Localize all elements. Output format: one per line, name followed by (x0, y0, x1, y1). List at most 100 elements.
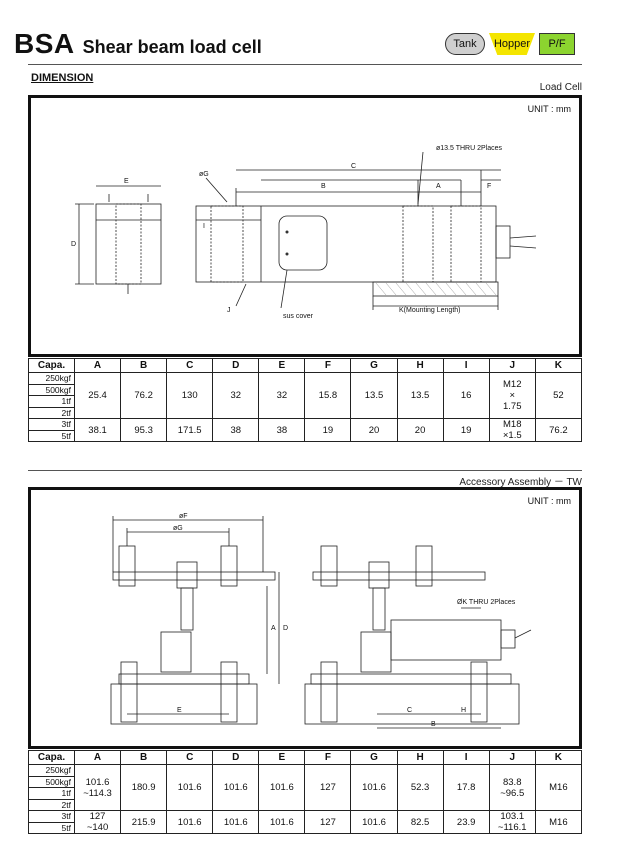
column-header: B (120, 358, 168, 373)
value-cell: 127 (304, 810, 352, 834)
tank-badge: Tank (445, 33, 485, 55)
product-subtitle: Shear beam load cell (82, 37, 262, 57)
value-cell: 101.6 (166, 810, 214, 834)
value-cell: 101.6 (350, 764, 398, 811)
column-header: C (166, 750, 214, 765)
model-name: BSA (14, 28, 75, 59)
load-cell-technical-drawing: E D øG I J C B A F ø13.5 THRU 2Places su… (71, 145, 537, 320)
column-header: J (488, 750, 536, 765)
dim-label-e: E (177, 707, 182, 714)
column-header: G (350, 358, 398, 373)
table-row: 1tf (28, 787, 582, 800)
section-label: DIMENSION (31, 72, 94, 84)
value-cell: 76.2 (534, 418, 583, 442)
capacity-cell: 5tf (28, 429, 75, 442)
value-cell: 83.8 ~96.5 (488, 764, 536, 811)
column-header: E (258, 358, 306, 373)
value-cell: M12 × 1.75 (488, 372, 536, 419)
value-cell: 13.5 (396, 372, 444, 419)
value-cell: 38 (212, 418, 260, 442)
dim-label-a: A (271, 625, 276, 632)
value-cell: 32 (212, 372, 260, 419)
capacity-cell: 3tf (28, 810, 75, 823)
dim-label-j: J (227, 307, 231, 314)
value-cell: 127 (304, 764, 352, 811)
dim-label-a: A (436, 183, 441, 190)
value-cell: 16 (442, 372, 490, 419)
thru-hole-note: ø13.5 THRU 2Places (436, 145, 503, 152)
dim-label-e: E (124, 178, 129, 185)
value-cell: 76.2 (120, 372, 168, 419)
column-header: I (442, 750, 490, 765)
value-cell: 38 (258, 418, 306, 442)
dim-label-b: B (431, 721, 436, 728)
capacity-cell: 2tf (28, 406, 75, 419)
column-header: H (396, 750, 444, 765)
value-cell: 19 (442, 418, 490, 442)
value-cell: 101.6 ~114.3 (73, 764, 122, 811)
column-header: D (212, 750, 260, 765)
column-header: Capa. (28, 750, 75, 765)
capacity-cell: 5tf (28, 821, 75, 834)
value-cell: 82.5 (396, 810, 444, 834)
capacity-cell: 3tf (28, 418, 75, 431)
value-cell: 127 ~140 (73, 810, 122, 834)
value-cell: 17.8 (442, 764, 490, 811)
column-header: B (120, 750, 168, 765)
column-header: I (442, 358, 490, 373)
dim-label-d: D (283, 625, 288, 632)
value-cell: 180.9 (120, 764, 168, 811)
column-header: K (534, 750, 583, 765)
value-cell: 95.3 (120, 418, 168, 442)
value-cell: 23.9 (442, 810, 490, 834)
capacity-cell: 2tf (28, 798, 75, 811)
table-row: 5tf (28, 429, 582, 442)
value-cell: M16 (534, 764, 583, 811)
unit-label: UNIT : mm (527, 104, 571, 114)
capacity-cell: 1tf (28, 395, 75, 408)
value-cell: 101.6 (258, 764, 306, 811)
unit-label: UNIT : mm (527, 496, 571, 506)
accessory-drawing: UNIT : mm (28, 487, 582, 749)
capacity-cell: 500kgf (28, 383, 75, 396)
capacity-cell: 500kgf (28, 775, 75, 788)
value-cell: 52.3 (396, 764, 444, 811)
value-cell: 101.6 (212, 810, 260, 834)
header-rule (28, 64, 582, 65)
column-header: E (258, 750, 306, 765)
table-row: 2tf (28, 798, 582, 811)
value-cell: 101.6 (258, 810, 306, 834)
accessory-technical-drawing: øF øG A D E C H B ØK THRU 2Places (110, 513, 532, 729)
value-cell: 130 (166, 372, 214, 419)
value-cell: 101.6 (166, 764, 214, 811)
value-cell: 32 (258, 372, 306, 419)
capacity-cell: 1tf (28, 787, 75, 800)
value-cell: 15.8 (304, 372, 352, 419)
accessory-caption: Accessory Assembly － TW (459, 477, 582, 488)
table-row: 500kgf (28, 775, 582, 788)
value-cell: 101.6 (350, 810, 398, 834)
value-cell: 25.4 (73, 372, 122, 419)
value-cell: 38.1 (73, 418, 122, 442)
hopper-badge: Hopper (489, 33, 535, 55)
dim-label-c: C (407, 707, 412, 714)
pf-badge: P/F (539, 33, 575, 55)
dim-label-f: F (487, 183, 491, 190)
application-badges: Tank Hopper P/F (445, 33, 575, 55)
value-cell: 52 (534, 372, 583, 419)
value-cell: 20 (350, 418, 398, 442)
column-header: H (396, 358, 444, 373)
value-cell: 171.5 (166, 418, 214, 442)
value-cell: 103.1 ~116.1 (488, 810, 536, 834)
column-header: C (166, 358, 214, 373)
dim-label-d: D (71, 241, 76, 248)
section-rule (28, 470, 582, 471)
dim-label-c: C (351, 163, 356, 170)
